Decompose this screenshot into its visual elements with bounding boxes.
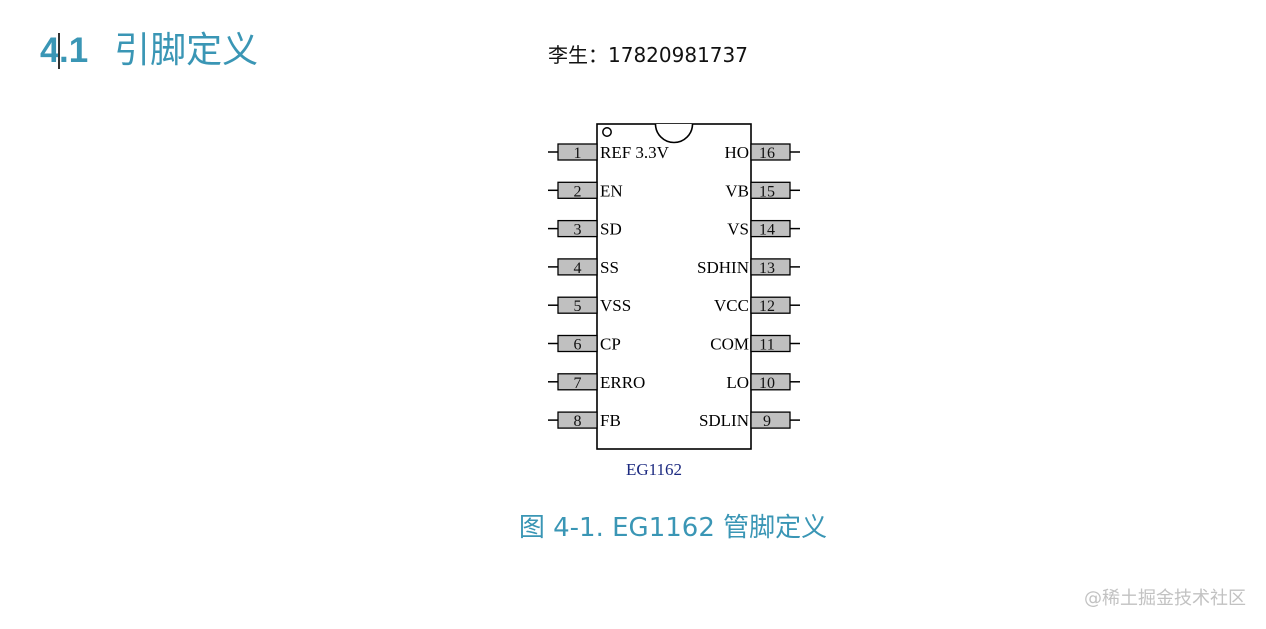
pin-number: 15 [759,183,775,200]
pin-pad [750,258,791,276]
pin-number: 1 [574,145,582,162]
pin-pad [750,143,791,161]
pin-2: 2 EN [548,181,623,200]
text-cursor [58,33,60,69]
pin-label: SDHIN [697,258,749,277]
pin-label: SS [600,258,619,277]
pin-14: 14 VS [727,220,800,239]
pin-label: HO [724,143,749,162]
pin-pad [750,181,791,199]
pin-label: COM [710,335,749,354]
pin-label: VS [727,220,749,239]
pin-number: 7 [574,375,582,392]
pin-6: 6 CP [548,335,621,354]
chip-body [596,123,752,450]
pin-8: 8 FB [548,411,621,430]
pin-label: EN [600,181,623,200]
pin-pad [557,373,598,391]
pin-pad [557,219,598,238]
section-number-prefix: 4 [40,31,60,70]
pin-number: 6 [574,337,582,354]
pin-number: 3 [574,222,582,239]
pin-number: 13 [759,260,775,277]
part-number-label: EG1162 [626,460,682,479]
pin-label: SDLIN [699,411,749,430]
watermark: @稀土掘金技术社区 [1084,588,1246,609]
pin-4: 4 SS [548,258,619,277]
chip-notch [654,123,694,144]
pin-label: VB [725,181,749,200]
pin-pad [557,181,598,199]
pin-pad [750,411,791,429]
section-title: 引脚定义 [114,30,259,71]
pin1-marker-dot [602,127,612,137]
pin-pad [557,143,598,161]
figure-caption: 图 4-1. EG1162 管脚定义 [518,513,828,543]
pin-label: SD [600,220,622,239]
pin-1: 1 REF 3.3V [548,143,670,162]
pin-number: 16 [759,145,775,162]
pin-number: 14 [759,222,775,239]
pin-number: 11 [759,337,774,354]
pin-pad [750,373,791,391]
pin-pad [557,334,598,353]
pin-label: VSS [600,296,631,315]
pin-7: 7 ERRO [548,373,645,392]
pin-pad [750,296,791,314]
pin-pad [557,258,598,276]
pin-number: 4 [574,260,582,277]
pin-11: 11 COM [710,335,800,354]
pin-label: FB [600,411,621,430]
contact-text: 李生：17820981737 [548,43,748,67]
pin-number: 12 [759,298,775,315]
pin-label: VCC [714,296,749,315]
pin-15: 15 VB [725,181,800,200]
pin-12: 12 VCC [714,296,800,315]
pin-16: 16 HO [724,143,800,162]
pin-3: 3 SD [548,220,622,239]
pin-label: REF 3.3V [600,143,670,162]
pin-number: 5 [574,298,582,315]
pin-number: 2 [574,183,582,200]
pin-label: CP [600,335,621,354]
section-number-suffix: .1 [58,31,89,70]
pin-number: 10 [759,375,775,392]
pin-pad [557,296,598,314]
pin-label: ERRO [600,373,645,392]
pin-pad [750,219,791,238]
pin-number: 8 [574,413,582,430]
section-heading: 4.1 引脚定义 [40,26,258,76]
pin-label: LO [726,373,749,392]
pin-9: 9 SDLIN [699,411,800,430]
pin-pad [750,334,791,353]
pin-5: 5 VSS [548,296,631,315]
pin-13: 13 SDHIN [697,258,800,277]
pin-10: 10 LO [726,373,800,392]
pin-pad [557,411,598,429]
pin-number: 9 [763,413,771,430]
